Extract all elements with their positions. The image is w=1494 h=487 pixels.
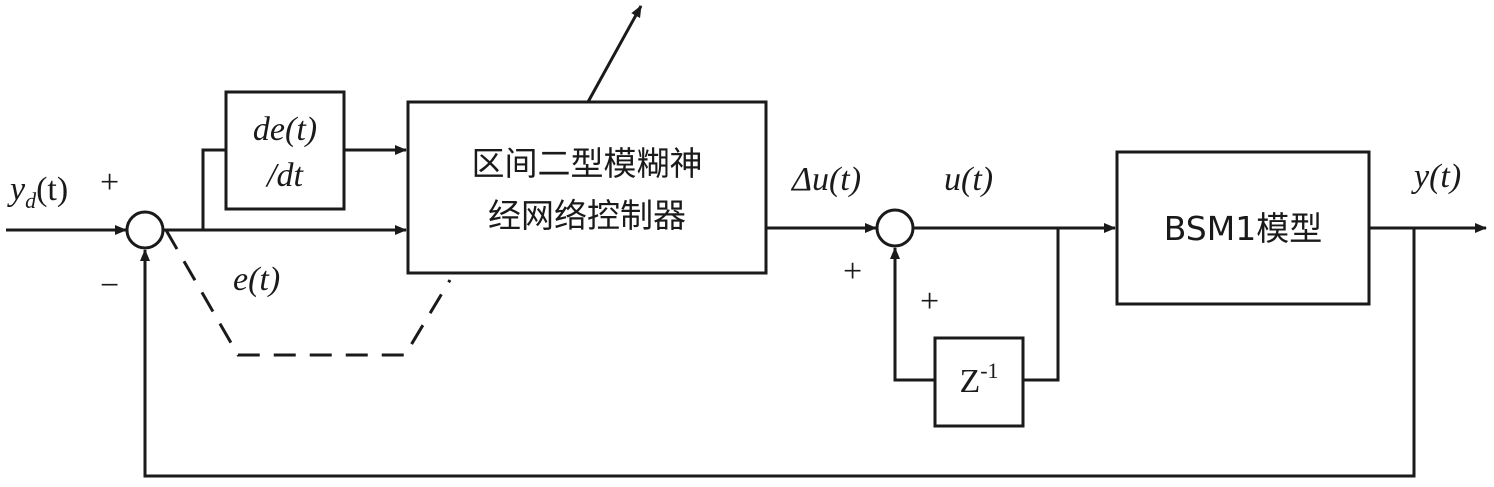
summing-junction-2: [875, 208, 915, 248]
delta-u-label: Δu(t): [790, 161, 861, 198]
delay-label: Z-1: [959, 358, 998, 400]
delay-feedback-line-left: [890, 247, 935, 382]
sum1-plus-sign: +: [100, 164, 119, 201]
plant-block: [1115, 150, 1371, 306]
error-label: e(t): [233, 261, 280, 298]
derivative-branch-line: [201, 148, 226, 230]
adaptation-arrow: [586, 5, 643, 103]
sum1-minus-sign: −: [100, 267, 119, 304]
adaptation-dashed-line: [164, 229, 452, 357]
u-label: u(t): [944, 161, 993, 198]
main-feedback-line: [140, 228, 1416, 478]
controller-label-line1: 区间二型模糊神: [472, 144, 703, 183]
sum2-plus-sign-bottom: +: [920, 283, 939, 320]
delay-block: [933, 336, 1025, 428]
delay-feedback-line-right: [1023, 228, 1060, 382]
output-label: y(t): [1411, 158, 1461, 195]
derivative-label-line1: de(t): [253, 111, 317, 148]
controller-label-line2: 经网络控制器: [488, 196, 686, 235]
sum2-plus-sign-left: +: [843, 253, 862, 290]
derivative-label-line2: /dt: [265, 157, 304, 194]
input-signal-label: yd(t): [7, 171, 68, 213]
controller-block: [406, 100, 768, 275]
summing-junction-1: [125, 210, 165, 250]
plant-label: BSM1模型: [1164, 209, 1322, 248]
